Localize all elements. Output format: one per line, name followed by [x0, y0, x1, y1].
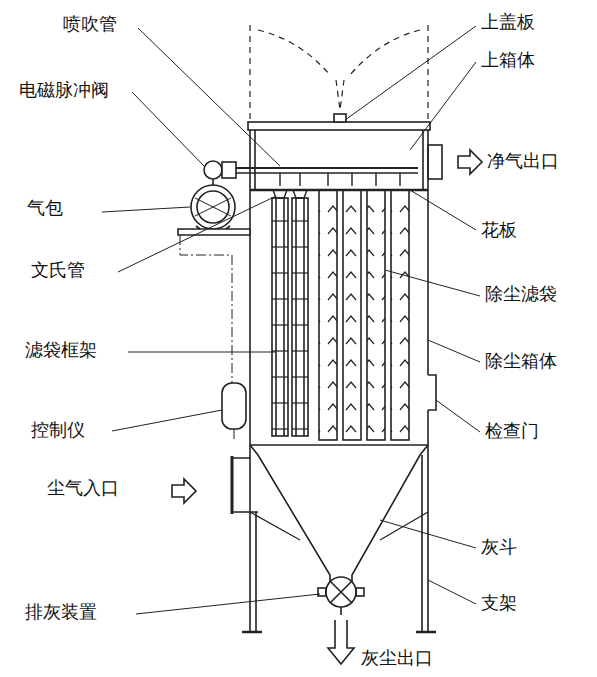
part-label: 上盖板: [480, 12, 536, 32]
part-label: 除尘箱体: [484, 351, 558, 371]
part-label: 除尘滤袋: [484, 284, 558, 304]
part-label: 电磁脉冲阀: [18, 80, 110, 100]
part-label: 花板: [480, 220, 518, 240]
part-label: 上箱体: [480, 50, 536, 70]
part-label: 控制仪: [30, 420, 86, 440]
part-label: 尘气入口: [46, 478, 120, 498]
part-label: 滤袋框架: [24, 340, 98, 360]
part-label: 喷吹管: [62, 14, 118, 34]
part-label: 灰尘出口: [360, 648, 434, 668]
part-label: 支架: [480, 593, 518, 613]
part-label: 净气出口: [486, 151, 560, 171]
part-label: 检查门: [484, 421, 540, 441]
part-label: 灰斗: [480, 537, 518, 557]
part-label: 气包: [26, 198, 64, 218]
part-label: 排灰装置: [24, 602, 98, 622]
part-label: 文氏管: [30, 260, 86, 280]
